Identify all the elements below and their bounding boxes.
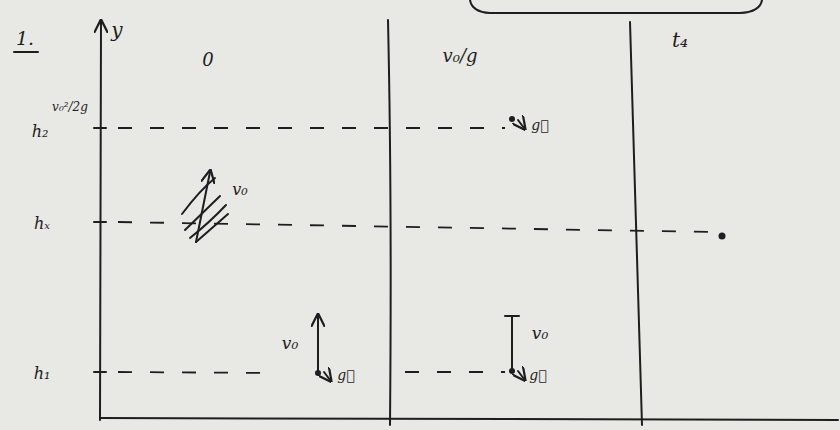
gravity-arrow: [324, 372, 330, 380]
axis-tick: [94, 128, 106, 372]
gravity-arrow: [518, 371, 524, 379]
gravity-arrow: [518, 120, 524, 128]
column-header: 0: [202, 50, 213, 70]
height-label: h₂: [32, 123, 49, 141]
axis-label: y: [111, 19, 122, 41]
underline: [14, 51, 38, 53]
gravity-label: g⃗: [529, 368, 546, 383]
scribble-strike: [182, 178, 228, 242]
ground-line: [100, 418, 838, 420]
gravity-label: g⃗: [531, 118, 548, 133]
height-formula: v₀²/2g: [52, 101, 88, 114]
ball-dot: [509, 116, 515, 122]
column-divider: [388, 20, 391, 425]
column-divider: [630, 22, 642, 425]
column-header: v₀/g: [443, 46, 478, 66]
velocity-label: v₀: [532, 324, 548, 343]
height-line: [405, 371, 505, 373]
box-edge: [470, 0, 762, 13]
ball-dot: [719, 233, 726, 240]
velocity-arrow: [505, 316, 519, 370]
problem-number: 1.: [16, 28, 34, 49]
column-header: t₄: [672, 29, 688, 51]
velocity-arrow: [317, 316, 319, 372]
height-line: [118, 372, 270, 373]
height-label: h₁: [34, 365, 51, 383]
velocity-label: v₀: [232, 181, 247, 199]
velocity-label: v₀: [282, 334, 298, 353]
gravity-label: g⃗: [337, 368, 354, 383]
height-line: [118, 127, 505, 129]
height-label: hₓ: [34, 215, 50, 233]
